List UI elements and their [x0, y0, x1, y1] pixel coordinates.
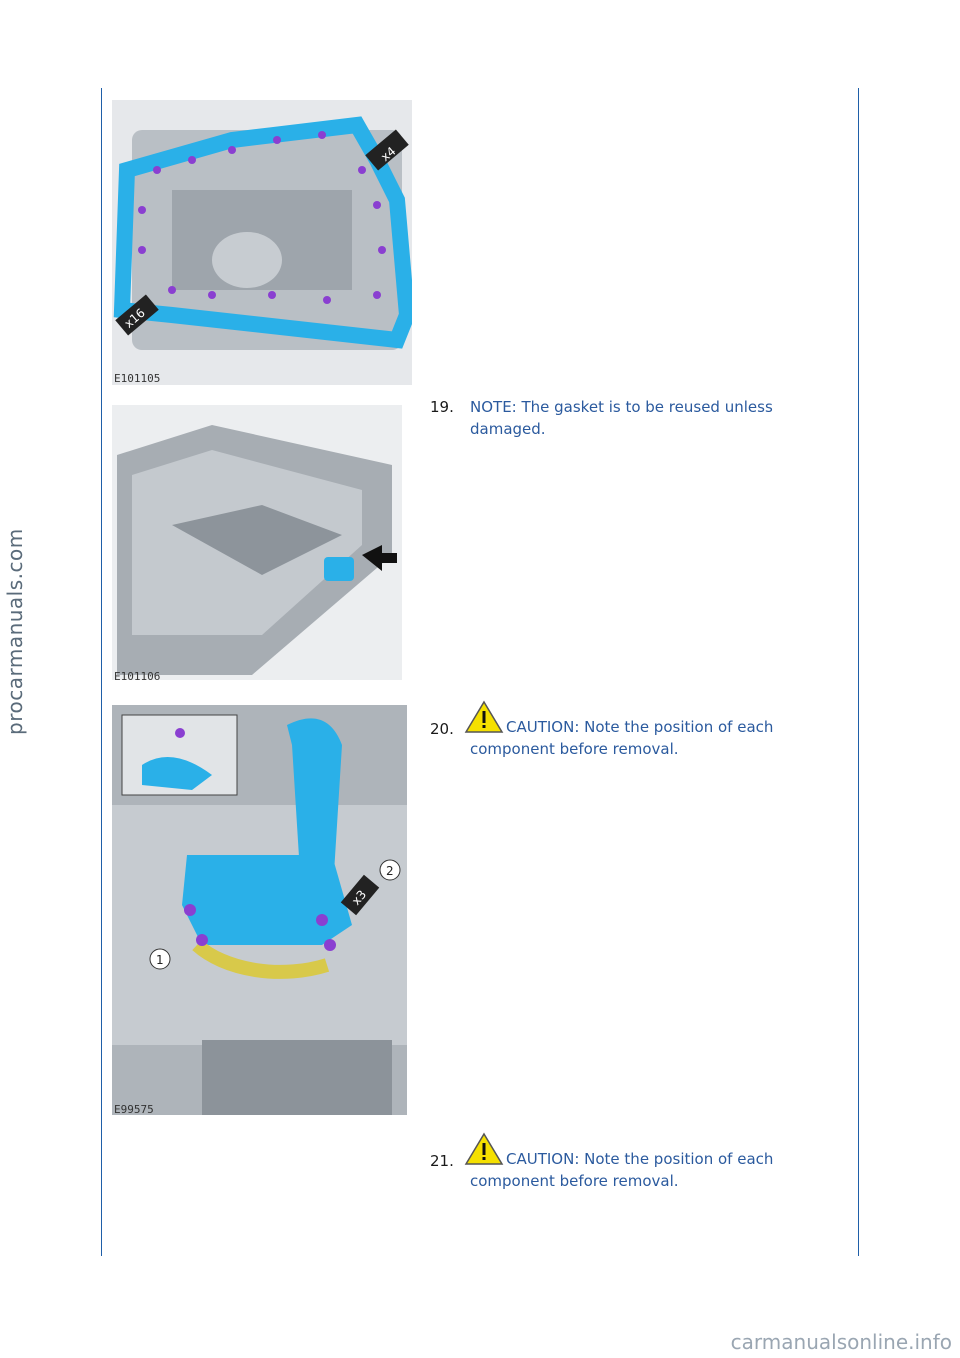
right-margin-rule: [858, 88, 859, 1256]
bottom-watermark: carmanualsonline.info: [730, 1330, 952, 1354]
figure3-label: E99575: [114, 1103, 154, 1116]
step-21-text-line1: CAUTION: Note the position of each: [506, 1150, 774, 1168]
left-margin-rule: [101, 88, 102, 1256]
figure-oil-pan-sensor: [112, 405, 402, 680]
figure2-label: E101106: [114, 670, 161, 683]
step-19-text-line1: NOTE: The gasket is to be reused unless: [470, 398, 773, 416]
warning-icon: [464, 700, 504, 733]
figure3-callout-2: 2: [386, 864, 394, 878]
step-19-number: 19.: [430, 398, 454, 416]
side-watermark: procarmanuals.com: [3, 528, 27, 735]
figure1-label: E101105: [114, 372, 161, 385]
figure-oil-pan-gasket: x4 x16: [112, 100, 412, 385]
oil-pan-sensor-illustration: [112, 405, 402, 680]
figure-oil-pump: x3 1 2: [112, 705, 407, 1115]
figure3-callout-1: 1: [156, 953, 164, 967]
step-20-number: 20.: [430, 720, 454, 738]
oil-pump-illustration: x3 1 2: [112, 705, 407, 1115]
step-19-text-line2: damaged.: [470, 420, 546, 438]
step-21-number: 21.: [430, 1152, 454, 1170]
oil-pan-illustration: x4 x16: [112, 100, 412, 385]
step-20-text-line1: CAUTION: Note the position of each: [506, 718, 774, 736]
warning-icon: [464, 1132, 504, 1165]
step-21-text-line2: component before removal.: [470, 1172, 679, 1190]
step-20-text-line2: component before removal.: [470, 740, 679, 758]
